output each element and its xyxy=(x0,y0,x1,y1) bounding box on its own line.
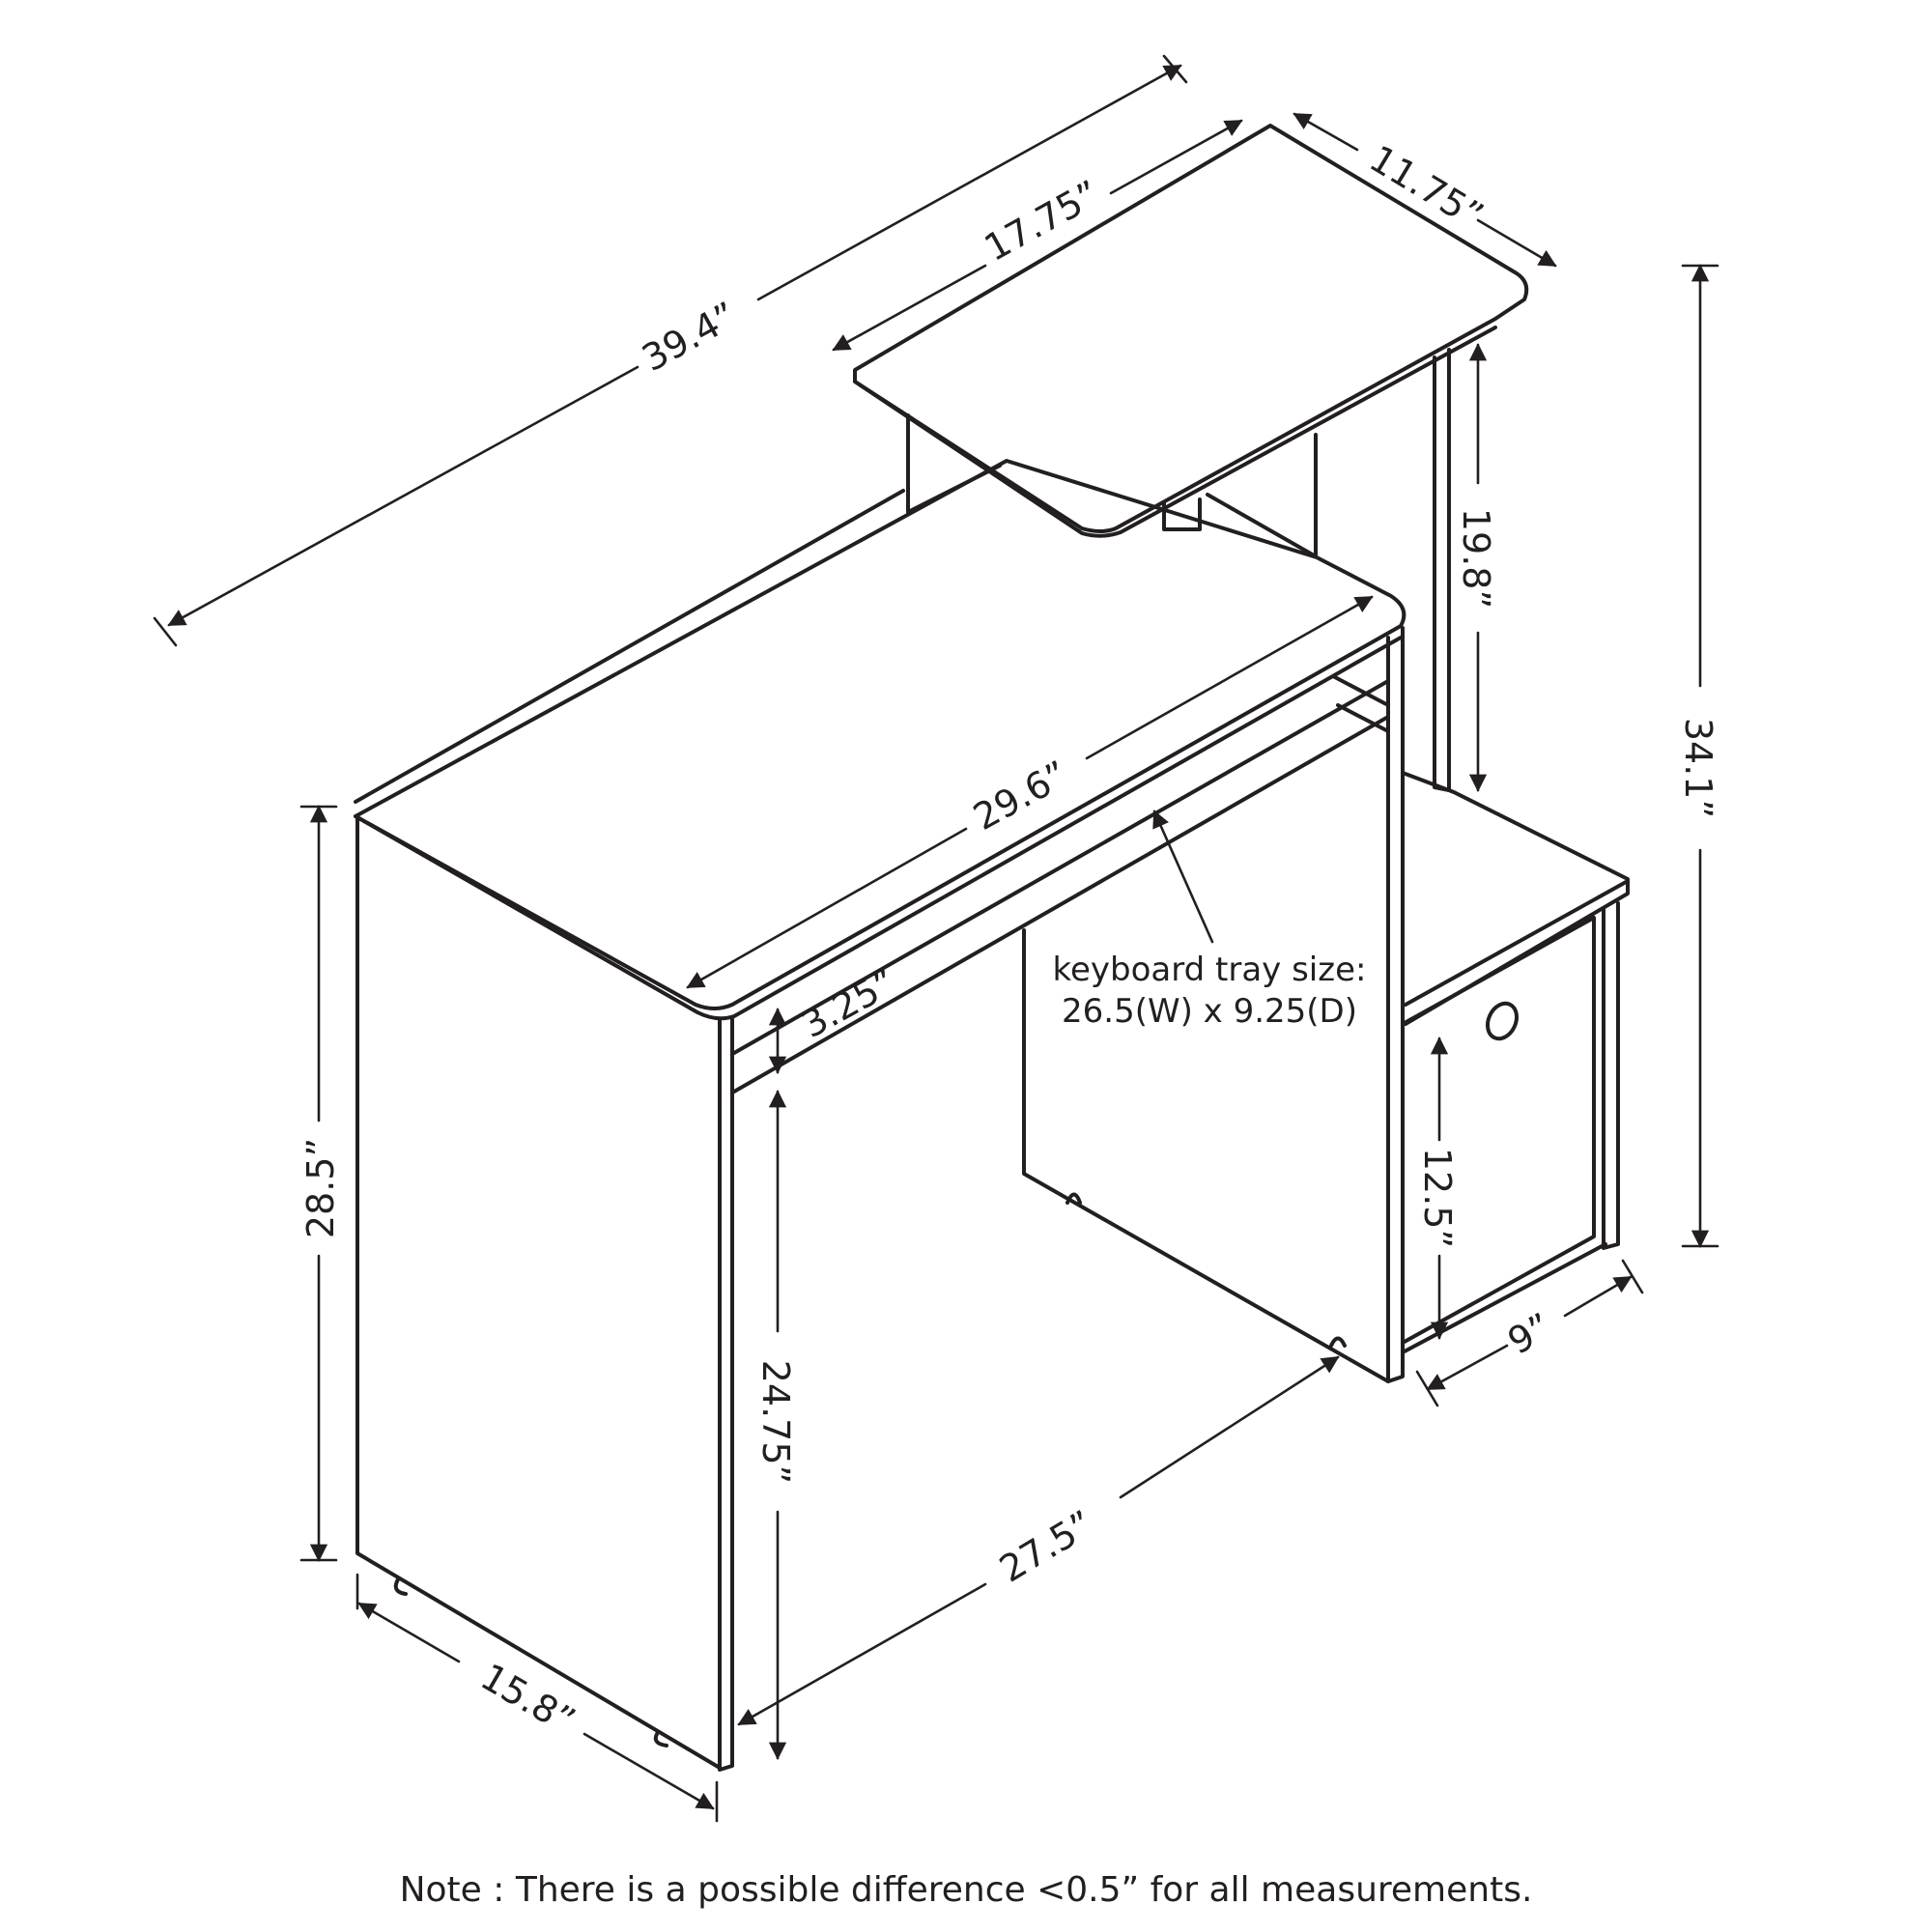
desk-top xyxy=(354,459,1406,1010)
riser-back xyxy=(1206,433,1318,558)
right-panel xyxy=(1386,626,1405,1383)
dim-desk-height: 28.5” xyxy=(299,1138,342,1238)
apron xyxy=(732,679,1390,1094)
dim-top-shelf-width: 17.75” xyxy=(978,172,1107,270)
dimension-lines xyxy=(153,54,1719,1823)
desk-top-edge xyxy=(354,636,1403,1021)
cubby-top-edge xyxy=(1404,879,1630,1007)
keyboard-tray-line1: keyboard tray size: xyxy=(1053,951,1367,989)
dimension-labels: 39.4” 17.75” 11.75” 19.8” 34.1” 29.6” 3.… xyxy=(299,137,1719,1743)
top-shelf-edge xyxy=(853,326,1497,538)
left-panel xyxy=(355,817,722,1770)
keyboard-tray-line2: 26.5(W) x 9.25(D) xyxy=(1062,992,1357,1031)
dim-top-shelf-depth: 11.75” xyxy=(1362,137,1491,238)
top-shelf xyxy=(853,124,1529,533)
dim-knee-width: 27.5” xyxy=(992,1502,1100,1590)
right-riser-panel xyxy=(1433,348,1451,792)
desk-outline xyxy=(354,124,1630,1772)
foot-back xyxy=(653,1732,668,1747)
riser-leg-right xyxy=(1162,497,1202,531)
foot-front xyxy=(393,1577,408,1596)
dim-overall-height: 34.1” xyxy=(1677,718,1719,818)
keyboard-tray xyxy=(1331,674,1390,733)
bin-handle xyxy=(1485,1001,1520,1041)
dim-cubby-depth: 9” xyxy=(1501,1305,1559,1363)
cubby-bin-lip xyxy=(1401,1242,1607,1354)
dim-shelf-clearance: 19.8” xyxy=(1455,508,1497,609)
dim-cubby-height: 12.5” xyxy=(1416,1148,1459,1248)
riser-leg-left xyxy=(906,413,1002,514)
cubby-right xyxy=(1602,901,1620,1250)
dim-knee-height: 24.75” xyxy=(754,1360,797,1484)
dim-desk-width: 29.6” xyxy=(966,753,1075,838)
left-panel-inner xyxy=(718,1017,734,1772)
measurement-note: Note : There is a possible difference <0… xyxy=(400,1870,1533,1910)
knob-2 xyxy=(1329,1336,1347,1348)
modesty-panel xyxy=(1022,928,1390,1383)
cubby-bin xyxy=(1401,916,1596,1345)
knob-1 xyxy=(1065,1192,1082,1205)
dim-overall-width: 39.4” xyxy=(635,294,744,380)
dim-depth: 15.8” xyxy=(473,1656,582,1743)
